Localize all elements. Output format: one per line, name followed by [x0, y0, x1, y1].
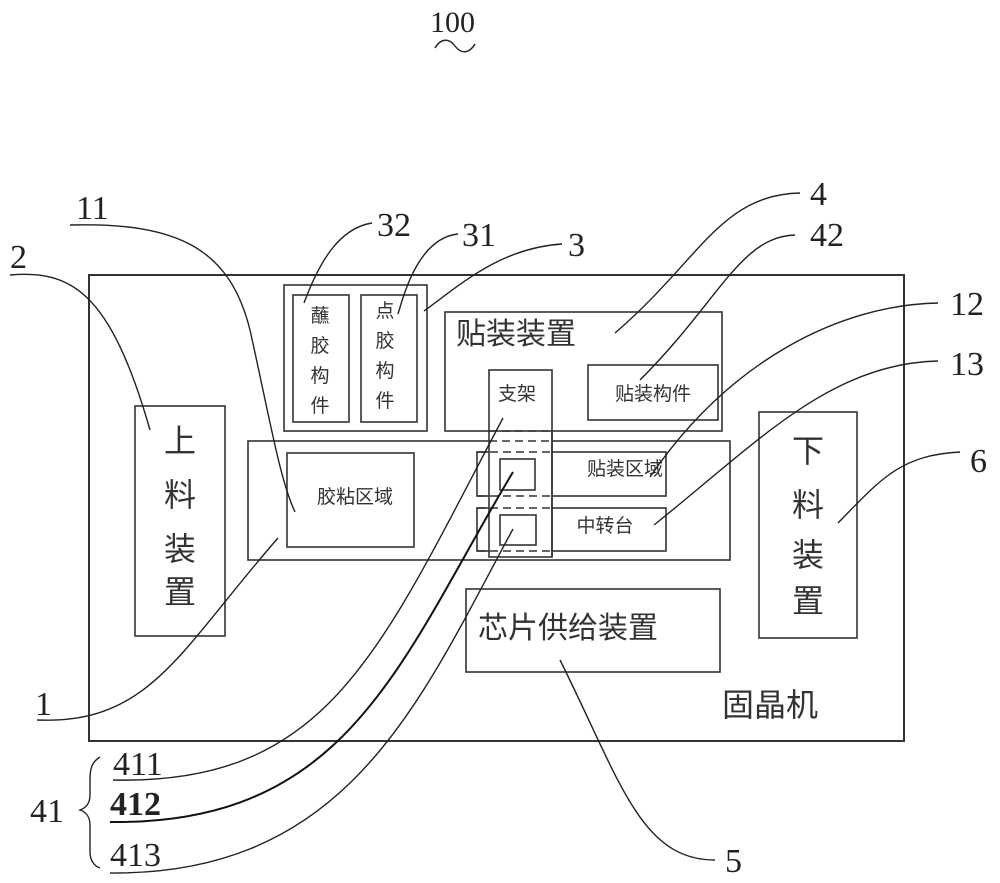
svg-text:上: 上 [164, 422, 196, 460]
leader-413 [109, 528, 514, 874]
glue-dip-part-box [292, 294, 350, 423]
bracket-dashed-lines [477, 430, 553, 557]
leader-5 [559, 659, 716, 861]
mount-part-label: 贴装构件 [615, 383, 691, 405]
svg-text:构: 构 [375, 360, 394, 382]
ref-11: 11 [76, 190, 109, 227]
chip-supply-label: 芯片供给装置 [478, 611, 658, 646]
ref-12: 12 [950, 286, 984, 323]
leader-411 [112, 417, 504, 781]
ref-42: 42 [810, 217, 844, 254]
svg-text:胶: 胶 [375, 330, 394, 352]
ref-411: 411 [113, 746, 163, 783]
machine-frame [88, 274, 905, 742]
mount-device-label: 贴装装置 [456, 317, 576, 352]
leader-12 [649, 302, 939, 478]
svg-text:蘸: 蘸 [310, 305, 329, 327]
ref-4: 4 [810, 176, 827, 213]
svg-text:件: 件 [310, 395, 329, 417]
figure-ref-label: 100 [430, 6, 475, 39]
transfer-table-label: 中转台 [576, 515, 633, 537]
leader-42 [639, 234, 796, 381]
svg-text:构: 构 [310, 365, 329, 387]
svg-text:置: 置 [792, 582, 824, 620]
chip-slot-lower [499, 514, 537, 546]
unloading-device-box [758, 411, 858, 639]
ref-412: 412 [110, 786, 161, 823]
ref-31: 31 [462, 217, 496, 254]
svg-text:料: 料 [792, 486, 824, 524]
chip-supply-box [465, 588, 721, 673]
ref-6: 6 [970, 443, 987, 480]
ref-1: 1 [35, 686, 52, 723]
svg-text:装: 装 [792, 536, 824, 574]
ref-13: 13 [950, 346, 984, 383]
svg-text:下: 下 [792, 432, 824, 470]
glue-dip-part-label: 蘸 胶 构 件 [310, 305, 329, 417]
glue-zone-label: 胶粘区域 [317, 486, 393, 508]
transfer-table-box [476, 507, 667, 552]
leader-2 [9, 273, 151, 431]
mount-device-box [444, 311, 723, 432]
svg-text:料: 料 [164, 476, 196, 514]
loading-device-label: 上 料 装 置 [164, 422, 196, 611]
leader-3 [423, 243, 563, 312]
mount-zone-label: 贴装区域 [587, 458, 663, 480]
leader-32 [303, 222, 373, 304]
mount-zone-box [476, 451, 667, 497]
ref-3: 3 [568, 227, 585, 264]
ref-413: 413 [110, 837, 161, 874]
chip-slot-upper [499, 458, 536, 491]
leader-13 [653, 360, 939, 526]
ref-41: 41 [30, 793, 64, 830]
svg-text:置: 置 [164, 573, 196, 611]
glue-dispense-part-box [360, 294, 418, 423]
ref-32: 32 [377, 207, 411, 244]
svg-text:点: 点 [375, 300, 394, 322]
bracket-label: 支架 [498, 383, 536, 405]
ref-2: 2 [10, 239, 27, 276]
mount-part-box [587, 364, 719, 421]
svg-text:装: 装 [164, 530, 196, 568]
leader-11 [69, 224, 296, 513]
svg-text:件: 件 [375, 390, 394, 412]
glue-device-box [283, 284, 428, 432]
leader-31 [397, 233, 459, 315]
machine-label: 固晶机 [722, 686, 818, 724]
leader-6 [837, 451, 961, 524]
leader-4 [614, 192, 801, 334]
leader-1 [36, 537, 279, 721]
leader-412 [109, 471, 514, 824]
brace-41 [77, 756, 101, 869]
svg-text:胶: 胶 [310, 335, 329, 357]
glue-dispense-part-label: 点 胶 构 件 [375, 300, 394, 412]
tilde-mark [434, 39, 476, 53]
glue-zone-box [286, 452, 415, 548]
loading-device-box [134, 405, 226, 637]
ref-5: 5 [725, 843, 742, 880]
unloading-device-label: 下 料 装 置 [792, 432, 824, 620]
